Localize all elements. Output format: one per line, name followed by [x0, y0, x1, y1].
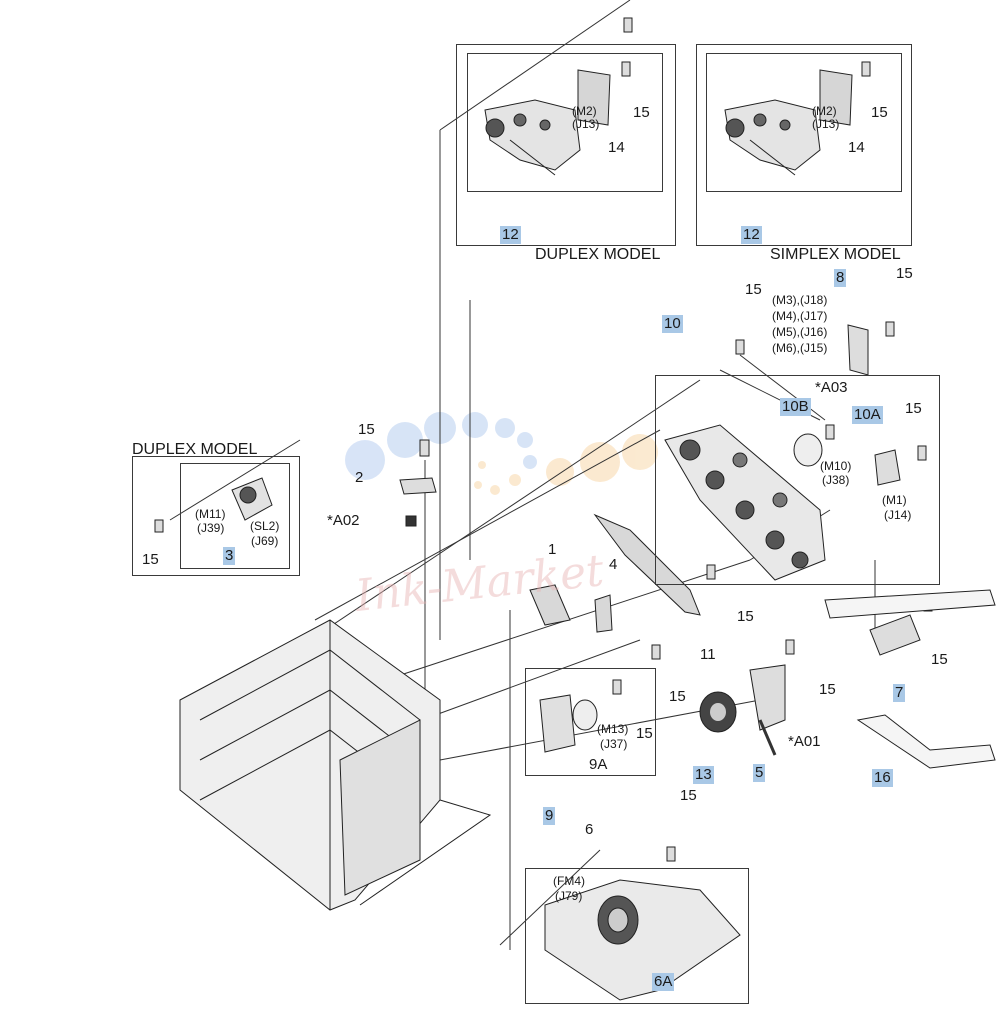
callout-15: 15	[896, 265, 913, 282]
label-j69: (J69)	[251, 534, 279, 548]
main-drive-box	[655, 375, 940, 585]
fan-duct-box	[525, 868, 749, 1004]
callout-15: 15	[680, 787, 697, 804]
callout-16: 16	[872, 769, 893, 787]
callout-15: 15	[669, 688, 686, 705]
paper-feed-drive-simplex	[724, 69, 853, 176]
callout-6a: 6A	[652, 973, 675, 991]
label-j39: (J39)	[197, 521, 225, 535]
label-m2-j13-a: (M2) (J13)	[572, 104, 600, 131]
callout-10b: 10B	[780, 398, 811, 416]
callout-a03: *A03	[815, 379, 848, 396]
part-7	[824, 589, 996, 656]
callout-10: 10	[662, 315, 683, 333]
bracket-8	[847, 324, 869, 376]
callout-7: 7	[893, 684, 906, 702]
callout-9: 9	[543, 807, 556, 825]
label-j37: (J37)	[600, 737, 628, 751]
drive-9	[539, 694, 598, 753]
simplex-model-title: SIMPLEX MODEL	[770, 246, 901, 263]
callout-15: 15	[737, 608, 754, 625]
label-m1: (M1)	[882, 493, 907, 507]
part-13	[699, 691, 737, 733]
printer-chassis-frame	[179, 619, 492, 911]
callout-a02: *A02	[327, 512, 360, 529]
callout-15: 15	[142, 551, 159, 568]
drive-9a-box	[525, 668, 656, 776]
bracket-a01	[749, 664, 786, 731]
label-m13: (M13)	[597, 722, 629, 736]
left-duplex-box	[132, 456, 300, 576]
duplex-model-title: DUPLEX MODEL	[535, 246, 661, 263]
label-j79: (J79)	[555, 889, 583, 903]
watermark-logo	[345, 412, 658, 495]
callout-15: 15	[358, 421, 375, 438]
cable-16	[856, 714, 996, 769]
duplex-model-left-title: DUPLEX MODEL	[132, 441, 258, 458]
label-sl2: (SL2)	[250, 519, 280, 533]
duplex-model-inner-box	[467, 53, 663, 192]
simplex-model-box	[696, 44, 912, 246]
label-m10: (M10)	[820, 459, 852, 473]
paper-feed-drive-duplex	[484, 69, 611, 176]
callout-14: 14	[608, 139, 625, 156]
callout-15: 15	[633, 104, 650, 121]
label-m6-j15: (M6),(J15)	[772, 341, 828, 355]
fan-duct-6	[544, 879, 741, 1001]
callout-6: 6	[585, 821, 594, 838]
callout-15: 15	[871, 104, 888, 121]
callout-10a: 10A	[852, 406, 883, 424]
duplex-model-box	[456, 44, 676, 246]
simplex-model-inner-box	[706, 53, 902, 192]
spring-5	[758, 719, 777, 756]
callout-15: 15	[905, 400, 922, 417]
callout-15: 15	[931, 651, 948, 668]
callout-3: 3	[223, 547, 236, 565]
callout-14: 14	[848, 139, 865, 156]
callout-2: 2	[355, 469, 364, 486]
main-drive-assembly	[664, 424, 826, 581]
callout-8: 8	[834, 269, 847, 287]
callout-4: 4	[609, 556, 618, 573]
callout-13: 13	[693, 766, 714, 784]
guide-parts	[529, 513, 701, 633]
callout-12: 12	[500, 226, 521, 244]
callout-9a: 9A	[589, 756, 608, 773]
left-duplex-inner-box	[180, 463, 290, 569]
label-fm4: (FM4)	[553, 874, 585, 888]
label-j38: (J38)	[822, 473, 850, 487]
callout-15: 15	[745, 281, 762, 298]
label-m5-j16: (M5),(J16)	[772, 325, 828, 339]
label-m11: (M11)	[195, 507, 226, 521]
callout-15: 15	[819, 681, 836, 698]
label-m2-j13-b: (M2) (J13)	[812, 104, 840, 131]
callout-a01: *A01	[788, 733, 821, 750]
callout-11: 11	[700, 646, 716, 663]
label-j14: (J14)	[884, 508, 912, 522]
motor-10a	[874, 449, 901, 486]
label-m3-j18: (M3),(J18)	[772, 293, 828, 307]
motor-10b	[793, 433, 823, 467]
callout-1: 1	[548, 541, 557, 558]
part-2	[399, 477, 437, 527]
duplex-solenoid-3	[231, 477, 273, 521]
label-m4-j17: (M4),(J17)	[772, 309, 828, 323]
callout-15: 15	[636, 725, 653, 742]
callout-12: 12	[741, 226, 762, 244]
callout-5: 5	[753, 764, 766, 782]
